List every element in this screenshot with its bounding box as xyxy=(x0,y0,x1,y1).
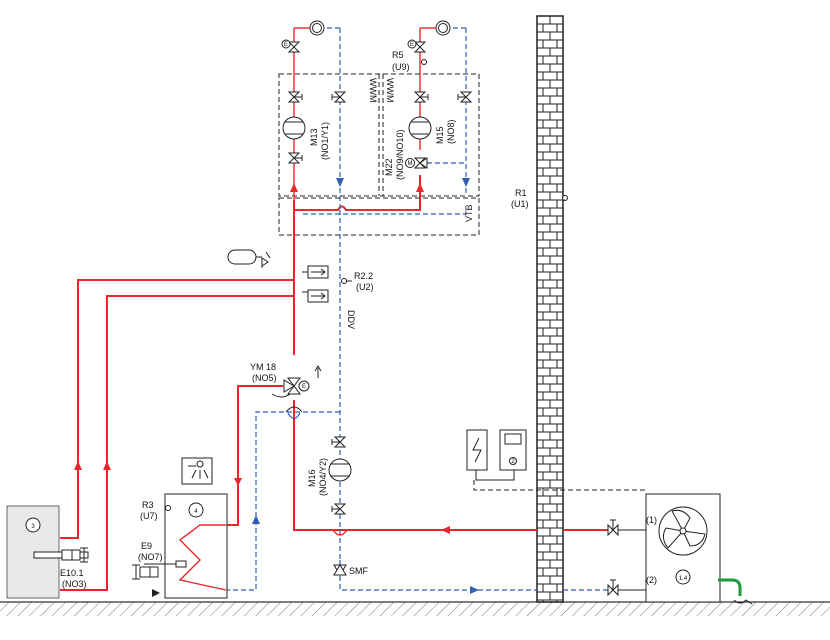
thermostatic-head-right-icon: E xyxy=(407,39,417,49)
label-u7: (U7) xyxy=(140,511,158,521)
label-ddv: DDV xyxy=(346,310,356,329)
label-r22: R2.2 xyxy=(354,271,373,281)
pump-m15-icon xyxy=(408,116,432,140)
hot-water-tank: 4 xyxy=(144,493,228,599)
label-no7: (NO7) xyxy=(138,552,163,562)
sensor-r22-icon xyxy=(341,278,352,284)
label-u2: (U2) xyxy=(356,282,374,292)
label-m16: M16 xyxy=(307,469,317,487)
shutoff-valves xyxy=(287,41,619,597)
label-e9: E9 xyxy=(141,541,152,551)
shower-icon xyxy=(181,457,213,485)
label-m13: M13 xyxy=(309,128,319,146)
sensor-r1-icon xyxy=(536,195,568,201)
pump-m13-icon xyxy=(282,116,306,140)
brick-wall xyxy=(536,15,564,603)
valve-mark: E xyxy=(410,42,414,48)
label-port-1: (1) xyxy=(646,515,657,525)
label-r5: R5 xyxy=(392,50,404,60)
label-no4y2: (NO4/Y2) xyxy=(318,458,328,496)
label-r1: R1 xyxy=(515,188,527,198)
control-units: 2 xyxy=(466,429,648,491)
outdoor-heat-pump: 1.4 xyxy=(618,493,721,603)
three-way-valve-ym18-icon: E xyxy=(271,365,322,398)
return-pipes xyxy=(226,27,612,591)
hydraulic-module-boxes xyxy=(278,73,480,236)
sensor-r3-icon xyxy=(165,505,171,511)
label-m22: M22 xyxy=(384,158,394,176)
label-u1: (U1) xyxy=(511,199,529,209)
pump-m16-icon xyxy=(328,458,352,482)
mixing-valve-m22-icon: M xyxy=(405,157,428,169)
control-number: 2 xyxy=(511,459,515,465)
label-smf: SMF xyxy=(349,566,369,576)
label-no8: (NO8) xyxy=(446,119,456,144)
heat-pump-number: 1.4 xyxy=(679,576,688,582)
label-m15: M15 xyxy=(435,126,445,144)
label-ym18: YM 18 xyxy=(250,362,276,372)
label-vtb: VTB xyxy=(464,204,474,222)
label-r3: R3 xyxy=(142,500,154,510)
label-no1y1: (NO1/Y1) xyxy=(320,122,330,160)
label-wwm-left: WWM xyxy=(368,78,378,103)
heater-e9-icon xyxy=(132,564,159,580)
heater-e101-icon xyxy=(33,547,89,563)
check-valve-lower-icon xyxy=(307,289,329,303)
sensor-r5-icon xyxy=(421,59,427,65)
labels: R5 (U9) WWM WWM M13 (NO1/Y1) M15 (NO8) M… xyxy=(60,50,657,589)
tank-number: 4 xyxy=(194,509,198,515)
radiator-left-icon xyxy=(309,20,325,36)
label-wwm-right: WWM xyxy=(385,78,395,103)
boiler-number: 3 xyxy=(31,524,35,530)
radiator-right-icon xyxy=(435,20,451,36)
filter-smf-icon xyxy=(333,564,347,576)
valve-handles xyxy=(294,94,616,590)
label-u9: (U9) xyxy=(392,62,410,72)
pipe-crossovers xyxy=(285,406,348,536)
check-valve-links xyxy=(302,271,308,293)
label-no3: (NO3) xyxy=(62,579,87,589)
label-port-2: (2) xyxy=(646,575,657,585)
expansion-vessel-icon xyxy=(227,249,271,268)
ground xyxy=(0,601,830,616)
label-no5: (NO5) xyxy=(252,373,277,383)
label-e101: E10.1 xyxy=(60,568,84,578)
condensate-drain-icon xyxy=(718,578,753,605)
valve-mark: E xyxy=(284,42,288,48)
supply-pipes xyxy=(60,27,612,591)
check-valve-upper-icon xyxy=(307,265,329,279)
flow-arrows xyxy=(74,178,479,594)
ym-mark: E xyxy=(302,384,306,390)
thermostatic-head-left-icon: E xyxy=(281,39,291,49)
m22-mark: M xyxy=(408,161,413,167)
label-no9no10: (NO9/NO10) xyxy=(395,129,405,180)
